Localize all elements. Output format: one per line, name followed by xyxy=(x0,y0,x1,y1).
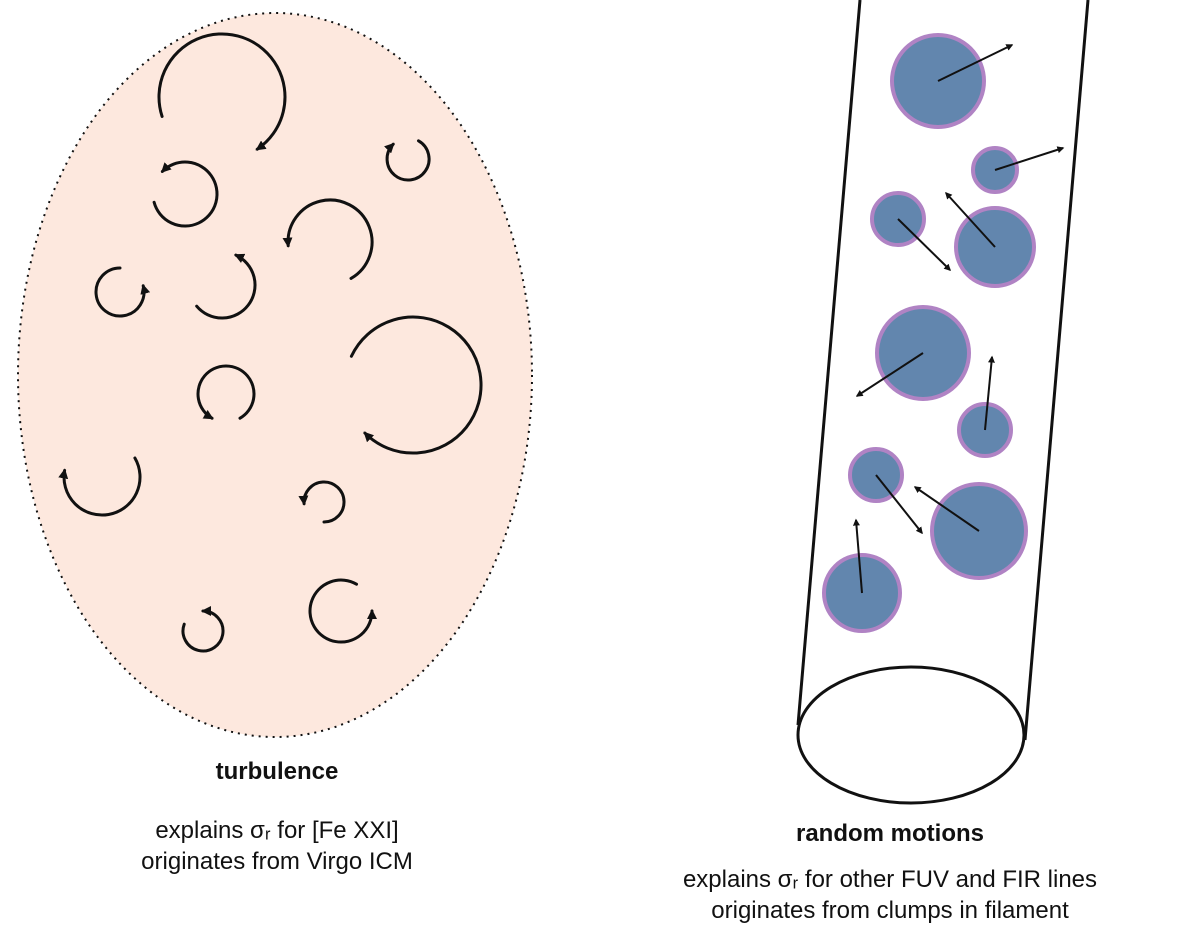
random-motions-description: explains σᵣ for other FUV and FIR lines … xyxy=(620,864,1160,926)
filament-left-wall xyxy=(796,0,862,726)
filament-base-opening xyxy=(796,665,1026,805)
straight-arrow-icon xyxy=(984,355,995,431)
straight-arrow-icon xyxy=(945,191,996,248)
straight-arrow-icon xyxy=(937,44,1014,82)
clump xyxy=(855,305,971,401)
clump xyxy=(971,146,1065,194)
straight-arrow-icon xyxy=(994,146,1065,171)
filament-tube xyxy=(796,0,1090,805)
curved-arrow-icon xyxy=(298,480,346,524)
straight-arrow-icon xyxy=(852,518,863,594)
straight-arrow-icon xyxy=(855,352,924,397)
turbulence-title: turbulence xyxy=(215,758,339,785)
curved-arrow-icon xyxy=(195,253,257,320)
random-motions-line-explains: explains σᵣ for other FUV and FIR lines xyxy=(682,866,1098,893)
straight-arrow-icon xyxy=(913,486,980,532)
random-motions-line-origin: originates from clumps in filament xyxy=(711,897,1069,924)
clump xyxy=(822,518,902,633)
curved-arrow-icon xyxy=(58,456,142,517)
filament-right-wall xyxy=(1023,0,1090,741)
curved-arrow-icon xyxy=(308,578,377,644)
straight-arrow-icon xyxy=(897,218,951,271)
filament-clumps xyxy=(822,33,1065,633)
turbulence-line-origin: originates from Virgo ICM xyxy=(141,848,413,875)
turbulence-swirls xyxy=(58,32,483,653)
clump xyxy=(957,355,1013,458)
clump xyxy=(945,191,1036,288)
curved-arrow-icon xyxy=(349,315,483,455)
turbulence-region xyxy=(17,12,533,738)
curved-arrow-icon xyxy=(282,198,374,280)
curved-arrow-icon xyxy=(94,266,151,318)
clump xyxy=(913,482,1028,580)
curved-arrow-icon xyxy=(384,139,431,182)
clump xyxy=(848,447,923,535)
curved-arrow-icon xyxy=(181,606,225,653)
straight-arrow-icon xyxy=(875,474,923,535)
curved-arrow-icon xyxy=(196,364,256,420)
random-motions-title: random motions xyxy=(795,820,984,847)
clump xyxy=(870,191,951,271)
clump xyxy=(890,33,1014,129)
curved-arrow-icon xyxy=(157,32,287,151)
turbulence-description: explains σᵣ for [Fe XXI] originates from… xyxy=(87,815,467,877)
curved-arrow-icon xyxy=(152,160,219,228)
turbulence-line-explains: explains σᵣ for [Fe XXI] xyxy=(155,817,399,844)
